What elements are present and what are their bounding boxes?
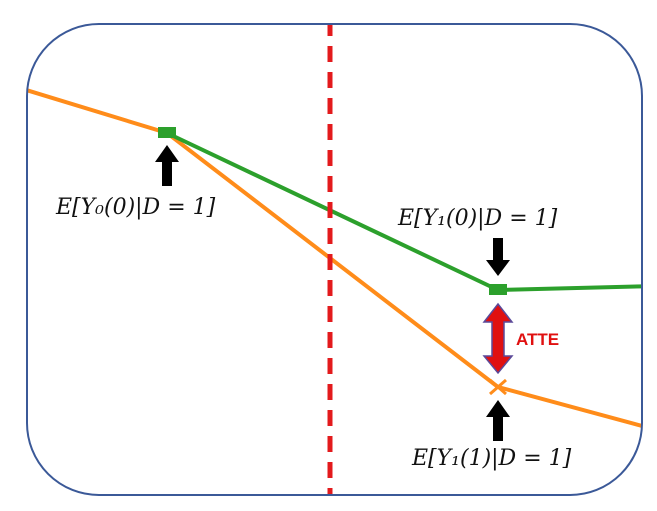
cross-marker-icon — [489, 378, 507, 396]
y0-marker — [158, 127, 176, 138]
y1-1-label: E[Y₁(1)|D = 1] — [412, 446, 572, 471]
frame-border — [26, 23, 643, 496]
up-arrow-icon — [155, 145, 179, 186]
y1-0-marker — [489, 284, 507, 295]
down-arrow-icon — [486, 238, 510, 276]
y0-0-label: E[Y₀(0)|D = 1] — [56, 195, 216, 220]
up-arrow-icon — [486, 400, 510, 441]
atte-label: ATTE — [516, 330, 560, 349]
y1-0-label: E[Y₁(0)|D = 1] — [398, 206, 558, 231]
double-headed-arrow-icon — [482, 302, 514, 375]
